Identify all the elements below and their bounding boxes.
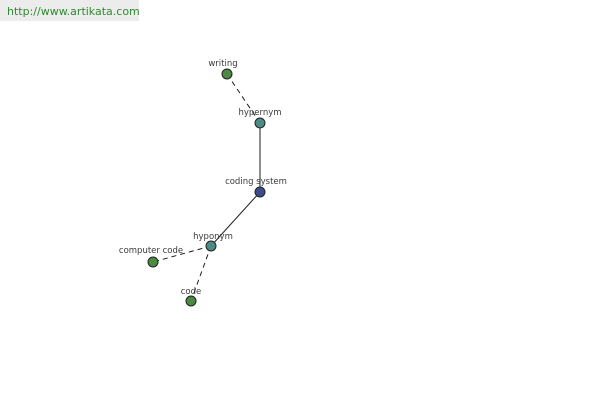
node-label-coding-system[interactable]: coding system <box>225 177 287 187</box>
labels-layer: coding system hypernym writing hyponym compu… <box>119 59 287 297</box>
edge-hyponym-to-computer-code <box>152 245 212 263</box>
node-label-writing[interactable]: writing <box>208 59 237 69</box>
node-label-hyponym[interactable]: hyponym <box>193 232 233 242</box>
node-label-hypernym[interactable]: hypernym <box>238 108 281 118</box>
edge-hyponym-to-code <box>190 245 212 302</box>
node-writing[interactable] <box>221 68 233 80</box>
edge-coding-system-to-hyponym <box>210 191 261 247</box>
node-label-code[interactable]: code <box>181 287 202 297</box>
site-url-link[interactable]: http://www.artikata.com <box>7 5 140 18</box>
edge-hypernym-to-writing <box>226 73 261 124</box>
nodes-layer <box>147 68 266 307</box>
site-url-banner[interactable]: http://www.artikata.com <box>0 0 140 21</box>
node-computer-code[interactable] <box>147 256 159 268</box>
node-label-computer-code[interactable]: computer code <box>119 246 183 256</box>
edges-layer <box>152 73 261 302</box>
node-hyponym[interactable] <box>205 240 217 252</box>
node-code[interactable] <box>185 295 197 307</box>
node-hypernym[interactable] <box>254 117 266 129</box>
node-coding-system[interactable] <box>254 186 266 198</box>
